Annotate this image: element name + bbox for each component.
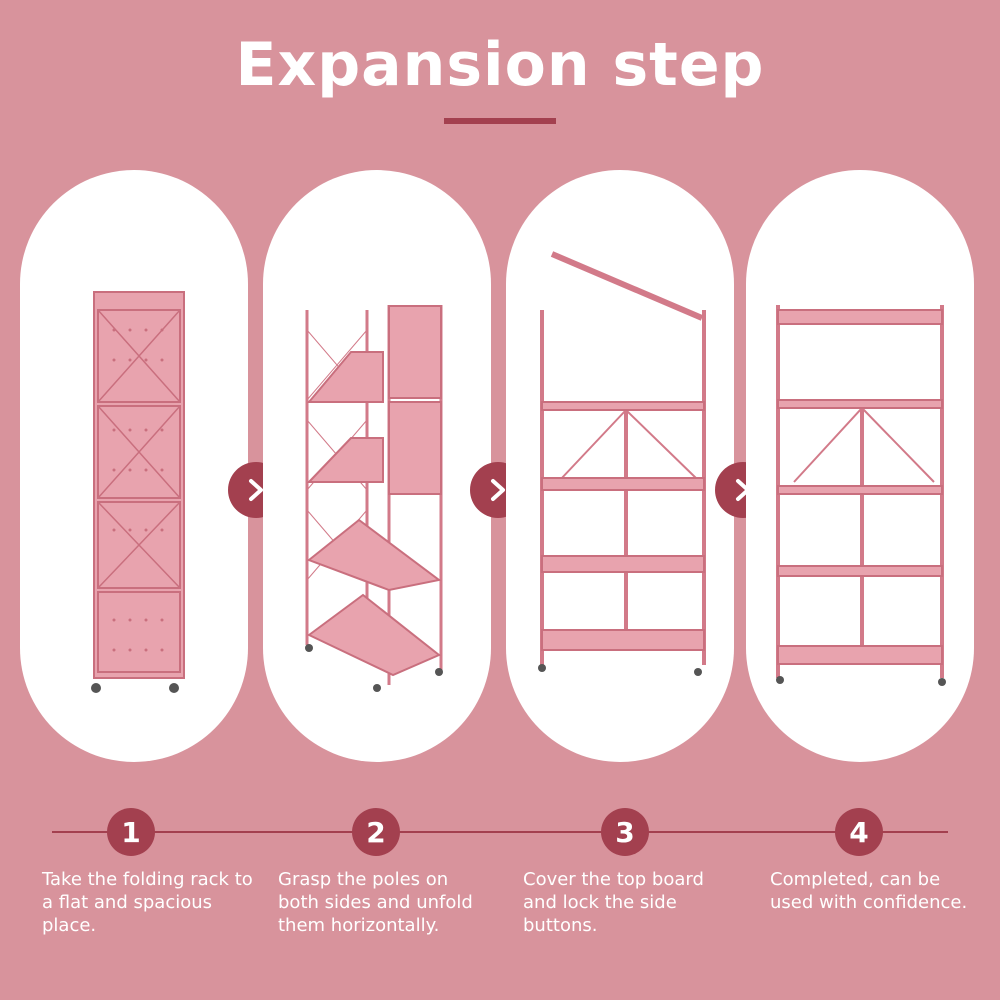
chevron-right-icon bbox=[249, 479, 263, 501]
page-title: Expansion step bbox=[235, 30, 765, 100]
folded-rack-illustration bbox=[91, 291, 185, 693]
chevron-right-icon bbox=[491, 479, 505, 501]
step-3-number: 3 bbox=[601, 808, 649, 856]
step-3-image-panel bbox=[506, 170, 734, 762]
step-4-description: Completed, can be used with confidence. bbox=[770, 869, 968, 913]
unfolding-rack-illustration bbox=[305, 305, 443, 692]
completed-rack-illustration bbox=[776, 305, 946, 686]
covering-top-board-illustration bbox=[538, 251, 706, 676]
timeline-line bbox=[52, 831, 948, 833]
step-2-description: Grasp the poles on both sides and unfold… bbox=[278, 869, 473, 936]
step-2-number: 2 bbox=[352, 808, 400, 856]
step-3-description: Cover the top board and lock the side bu… bbox=[523, 869, 704, 936]
title-underline bbox=[444, 118, 556, 124]
step-4-image-panel bbox=[746, 170, 974, 762]
step-2-image-panel bbox=[263, 170, 491, 762]
step-1-description: Take the folding rack to a flat and spac… bbox=[42, 869, 253, 936]
step-4-number: 4 bbox=[835, 808, 883, 856]
step-1-number: 1 bbox=[107, 808, 155, 856]
step-1-image-panel bbox=[20, 170, 248, 762]
